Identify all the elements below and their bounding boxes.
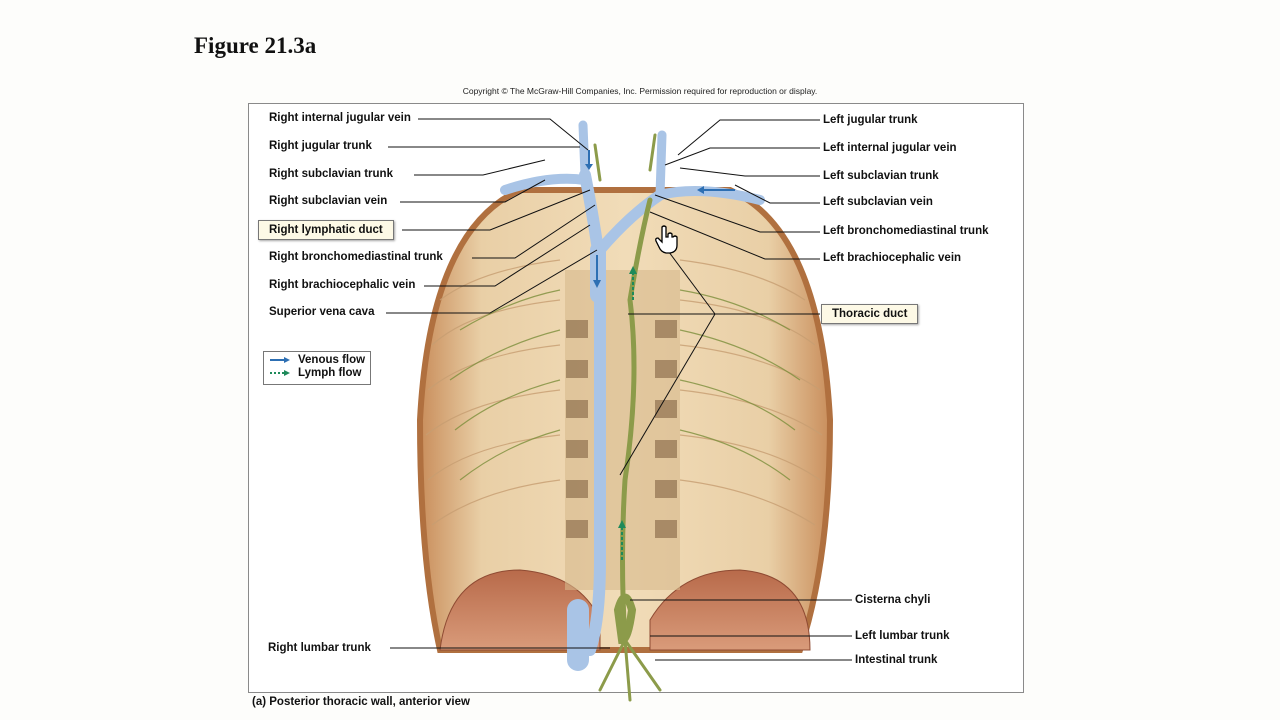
label-left-subclavian-vein: Left subclavian vein [823,196,933,208]
left-ijv [655,130,667,200]
legend-lymph-row: Lymph flow [268,367,361,379]
label-left-jugular-trunk: Left jugular trunk [823,114,918,126]
rib-lines [425,259,823,526]
legend-lymph-label: Lymph flow [298,367,362,379]
figure-title: Figure 21.3a [194,33,317,58]
label-left-brachiocephalic-vein: Left brachiocephalic vein [823,252,962,264]
label-right-lymphatic-duct[interactable]: Right lymphatic duct [258,220,394,240]
lymph-branches [449,289,801,481]
lymph-flow-arrow-icon [270,370,290,376]
label-right-jugular-trunk: Right jugular trunk [269,140,372,152]
azygos-vein [584,254,606,656]
label-superior-vena-cava: Superior vena cava [269,306,375,318]
thoracic-duct-vessel [620,197,653,643]
label-thoracic-duct[interactable]: Thoracic duct [821,304,919,324]
venous-flow-arrow-icon [270,357,290,363]
lymph-vessels [593,133,662,702]
label-right-subclavian-vein: Right subclavian vein [269,195,388,207]
label-right-bronchomediastinal-trunk: Right bronchomediastinal trunk [269,251,443,263]
diaphragm-right-dome [649,569,811,651]
leader-lines [386,118,852,661]
figure-caption: (a) Posterior thoracic wall, anterior vi… [252,696,470,708]
vertebrae [566,320,677,538]
left-subclavian [655,186,765,205]
label-left-bronchomediastinal-trunk: Left bronchomediastinal trunk [823,225,989,237]
label-left-internal-jugular-vein: Left internal jugular vein [823,142,957,154]
left-brachiocephalic [594,189,666,256]
veins [500,120,765,671]
label-right-brachiocephalic-vein: Right brachiocephalic vein [269,279,416,291]
flow-arrows [585,150,735,560]
right-ijv [578,120,590,180]
hand-cursor-icon [655,225,678,254]
label-right-subclavian-trunk: Right subclavian trunk [269,168,393,180]
legend-venous-label: Venous flow [298,354,366,366]
label-intestinal-trunk: Intestinal trunk [855,654,938,666]
right-subclavian [500,173,590,195]
label-cisterna-chyli: Cisterna chyli [855,594,931,606]
label-left-subclavian-trunk: Left subclavian trunk [823,170,939,182]
legend-venous-row: Venous flow [268,354,365,366]
copyright-notice: Copyright © The McGraw-Hill Companies, I… [462,86,818,96]
label-left-lumbar-trunk: Left lumbar trunk [855,630,950,642]
label-right-lumbar-trunk: Right lumbar trunk [268,642,371,654]
label-right-internal-jugular-vein: Right internal jugular vein [269,112,411,124]
flow-legend: Venous flow Lymph flow [263,351,371,385]
